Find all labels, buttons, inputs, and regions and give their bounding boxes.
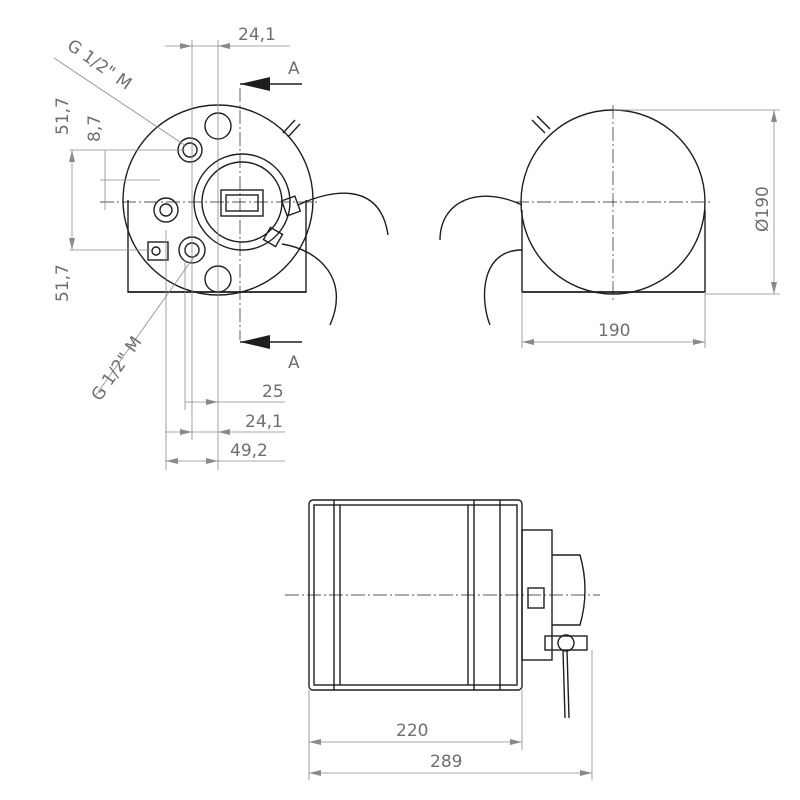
dim-body-length: 220	[396, 721, 428, 741]
front-view: 24,1 G 1/2" M 51,7 8,7 51,7 G 1/2" M 25 …	[53, 25, 389, 470]
dim-thread-bottom: G 1/2" M	[88, 333, 147, 405]
dim-total-length: 289	[430, 752, 462, 772]
dim-bottom-3: 49,2	[230, 441, 268, 461]
section-label-bottom: A	[288, 353, 300, 373]
dim-width: 190	[598, 321, 630, 341]
dim-bottom-2: 24,1	[245, 412, 283, 432]
dim-thread-top: G 1/2" M	[63, 36, 135, 95]
dim-top-width: 24,1	[238, 25, 276, 45]
dim-bottom-1: 25	[262, 382, 284, 402]
dim-diameter: Ø190	[753, 186, 773, 232]
top-view: 220 289	[285, 499, 600, 780]
dim-left-upper: 51,7	[53, 97, 73, 135]
dim-left-offset: 8,7	[85, 115, 105, 142]
dim-left-lower: 51,7	[53, 264, 73, 302]
side-view: Ø190 190	[439, 105, 780, 348]
section-label-top: A	[288, 59, 300, 79]
